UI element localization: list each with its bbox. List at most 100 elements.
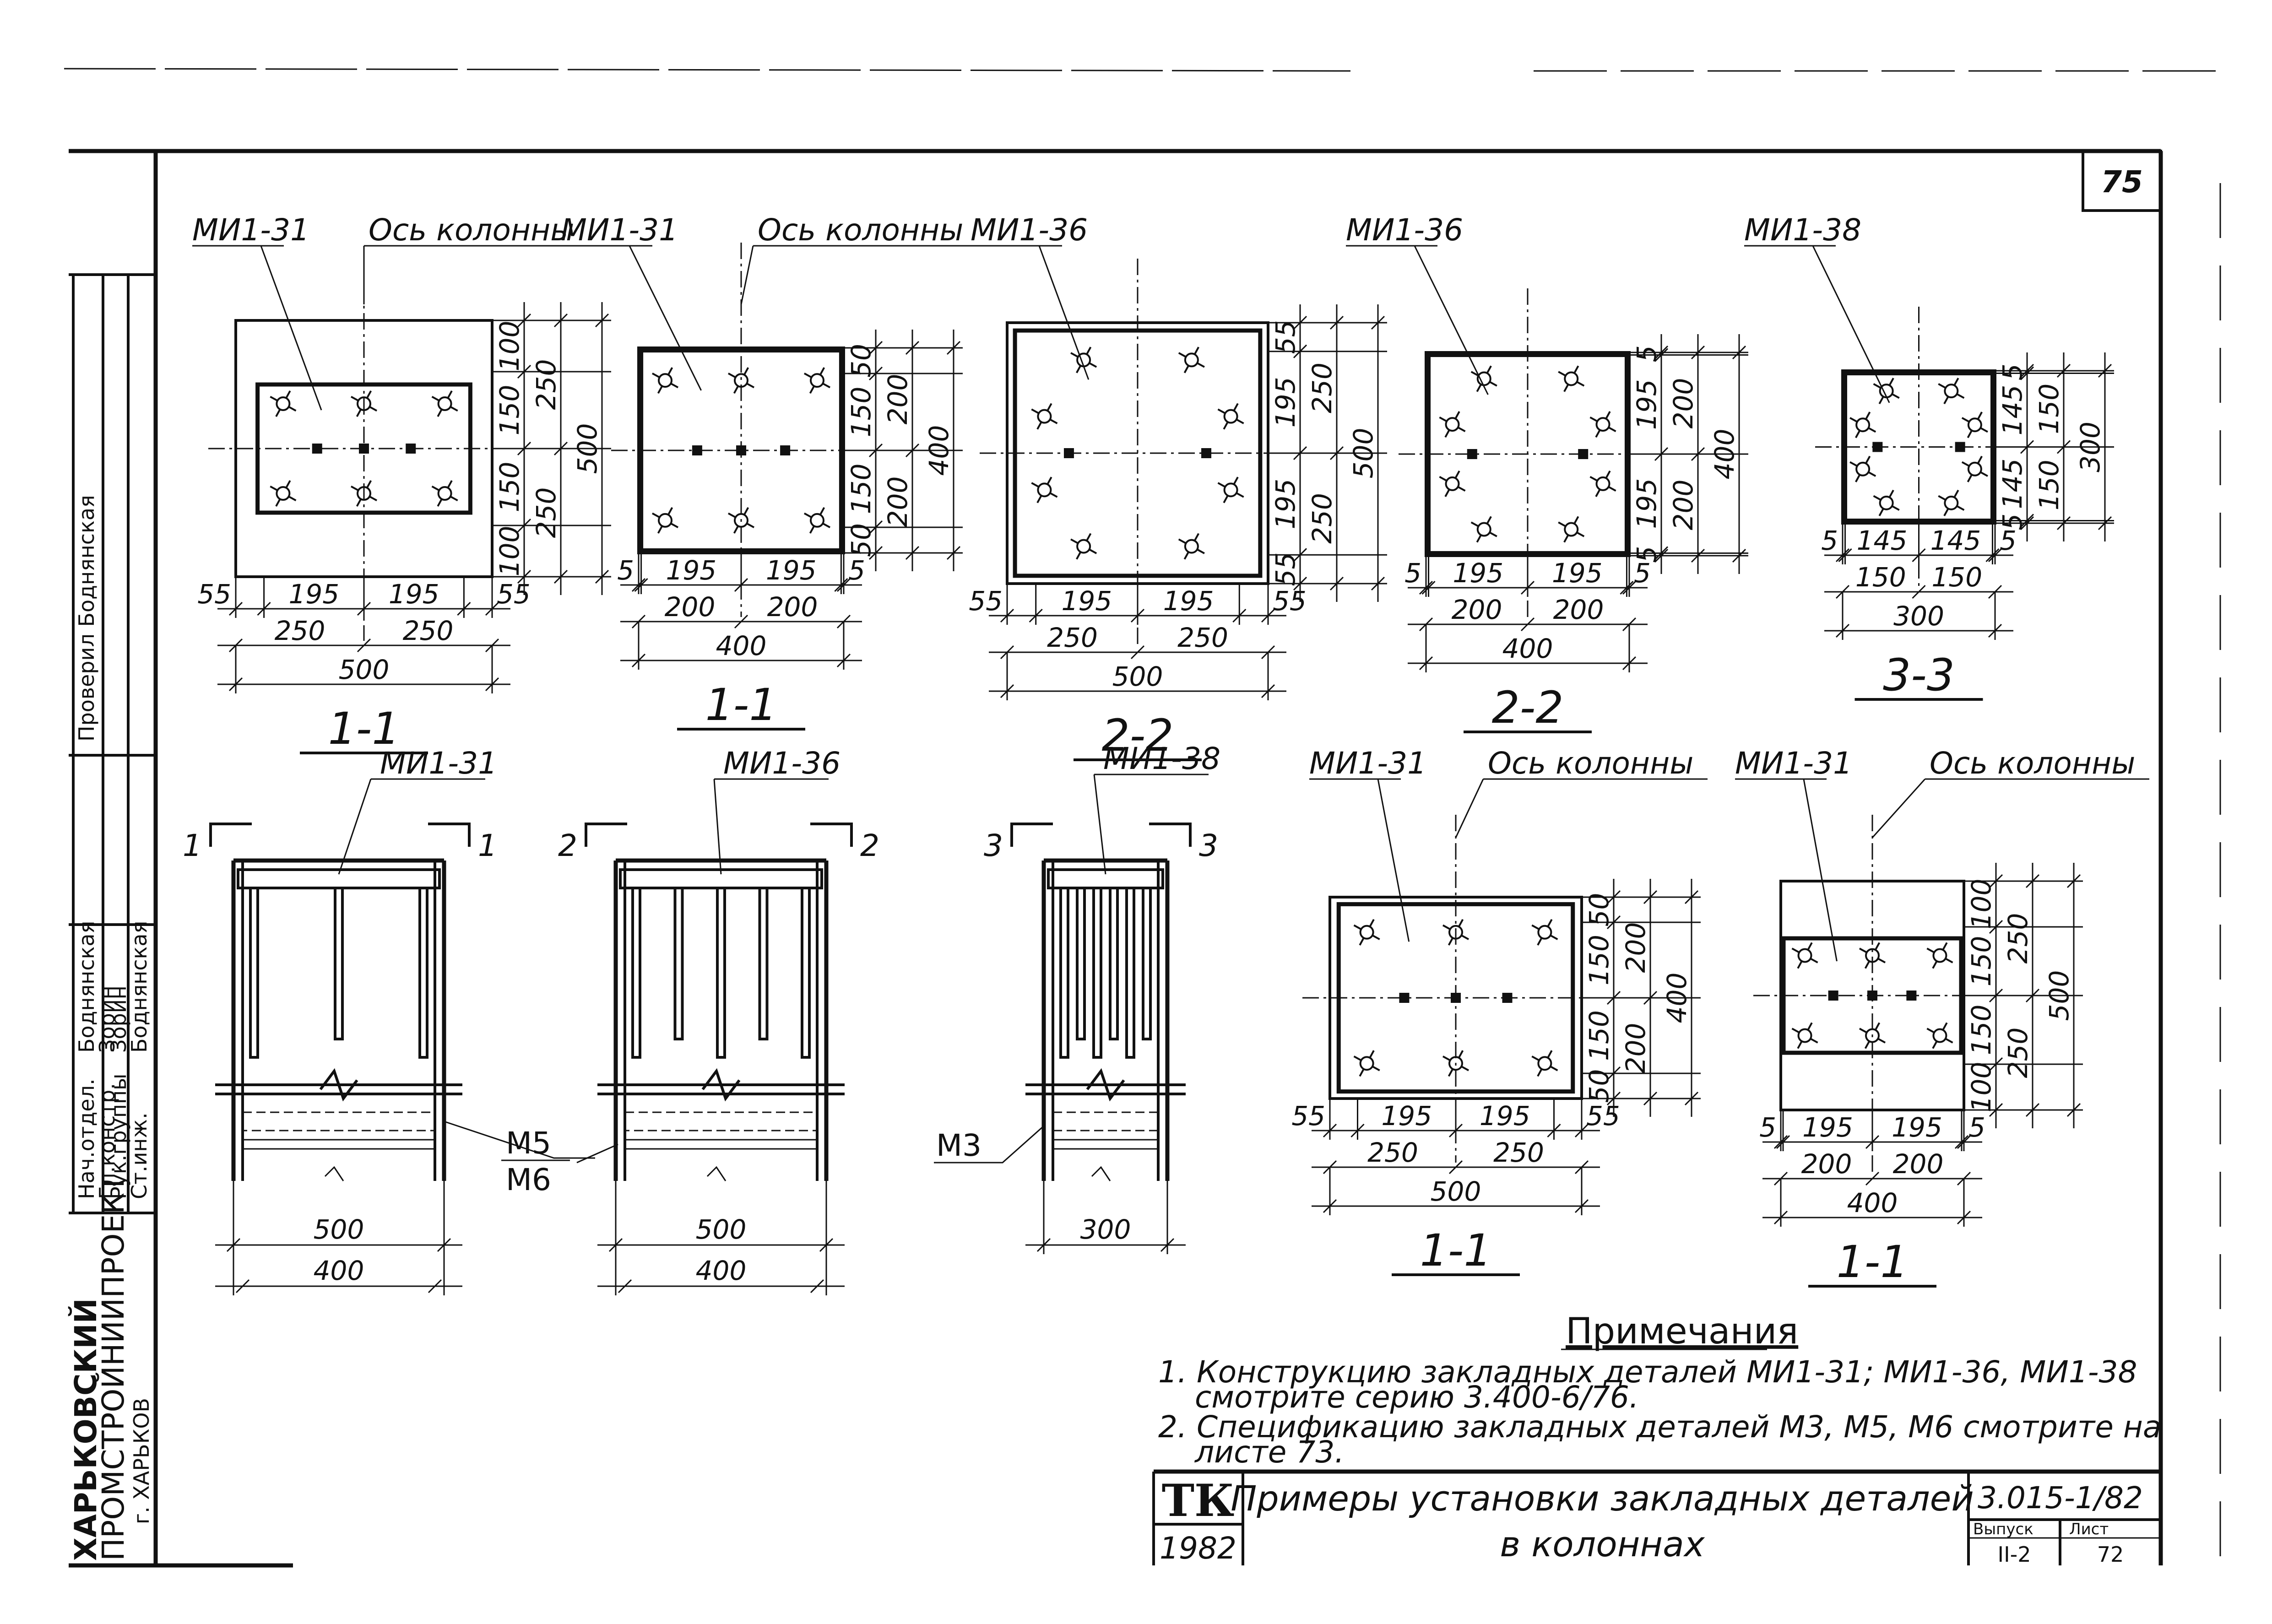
axis-label: Ось колонны: [1488, 746, 1693, 781]
stamp-role: Ст.инж.: [127, 1112, 152, 1199]
sheet-title-line1: Примеры установки закладных деталей: [1231, 1478, 1974, 1519]
dim-label: 145: [1930, 525, 1981, 556]
anchor-stud: [334, 887, 344, 1040]
organization-line: ХАРЬКОВСКИЙ: [68, 1298, 103, 1561]
dim-label: 150: [2033, 460, 2065, 510]
sheet-code: 3.015-1/82: [1978, 1480, 2143, 1516]
dim-label: 195: [288, 579, 339, 610]
anchor-stud-mark: [1470, 516, 1497, 543]
dim-label: 195: [766, 555, 817, 586]
anchor-stud: [1142, 887, 1152, 1040]
dim-label: 50: [1583, 1069, 1615, 1103]
dim-label: 200: [665, 591, 716, 623]
plate-hole: [1872, 442, 1883, 452]
dim-label: 5: [617, 555, 634, 586]
anchor-stud: [249, 887, 259, 1059]
dim-label: 400: [923, 425, 954, 476]
dim-label: 5: [1631, 345, 1662, 362]
dim-label: 5: [1997, 363, 2028, 380]
stamp-rows: Нач.отдел. Гл.констр. Рук.группы Ст.инж.…: [74, 921, 152, 1199]
cut-marker: [585, 823, 627, 847]
dim-label: 150: [846, 387, 877, 438]
dim-label: 195: [1631, 478, 1662, 529]
dim-label: 200: [767, 591, 818, 623]
dim-label: 150: [494, 385, 525, 436]
dim-label: 500: [1431, 1176, 1481, 1207]
anchor-stud-mark: [270, 480, 297, 507]
anchor-stud-mark: [1531, 919, 1558, 946]
cut-label: 3: [984, 828, 1003, 863]
anchor-stud-mark: [1926, 942, 1953, 969]
dim-label: 150: [2033, 384, 2065, 434]
stamp-role: Гл.констр.: [95, 1083, 119, 1199]
embed-mark-label: МИ1-31: [192, 212, 309, 248]
stamp-role: Рук.группы: [106, 1074, 131, 1199]
section-label: 1-1: [705, 679, 777, 731]
dim-label: 50: [846, 523, 877, 557]
dim-label: 5: [1404, 558, 1421, 589]
dim-label: 195: [389, 579, 439, 610]
dim-label: 55: [1270, 552, 1301, 586]
dim-label: 5: [2000, 525, 2017, 556]
dim-label: 200: [1801, 1148, 1852, 1180]
anchor-stud-mark: [1873, 378, 1900, 405]
stamp-name: Боднянская: [127, 921, 152, 1053]
dim-label: 500: [572, 423, 603, 474]
dim-label: 145: [1997, 459, 2028, 509]
dim-label: 400: [1502, 633, 1553, 664]
anchor-stud-mark: [651, 507, 679, 534]
dim-label: 150: [1931, 562, 1982, 593]
year: 1982: [1160, 1531, 1236, 1566]
dim-label: 145: [1857, 525, 1908, 556]
anchor-stud-mark: [1961, 411, 1988, 438]
plate-hole: [1451, 993, 1461, 1003]
plate-hole: [1906, 991, 1917, 1001]
dim-label: 200: [1620, 1023, 1651, 1074]
note-line: 2. Спецификацию закладных деталей М3, М5…: [1158, 1409, 2161, 1445]
embed-mark-label: МИ1-31: [561, 212, 678, 248]
anchor-stud-mark: [1849, 411, 1876, 438]
plate-hole: [692, 445, 702, 455]
plate-hole: [1467, 449, 1477, 459]
cut-marker: [1149, 823, 1192, 847]
anchor-stud-mark: [1558, 516, 1585, 543]
cut-marker: [1010, 823, 1053, 847]
note-line: смотрите серию 3.400-6/76.: [1195, 1380, 1639, 1415]
plate-hole: [1399, 993, 1410, 1003]
dim-label: 250: [2002, 913, 2033, 964]
stamp-name: Боднянская: [74, 921, 99, 1053]
dim-label: 250: [275, 615, 325, 646]
callout-m3-label: М3: [936, 1128, 981, 1163]
embed-mark-label: МИ1-31: [380, 746, 497, 781]
dim-label: 100: [1966, 1062, 1997, 1113]
dim-label: 400: [696, 1255, 747, 1286]
section-label: 1-1: [1420, 1225, 1492, 1276]
dim-label: 250: [1367, 1137, 1418, 1168]
sheet-label: Лист: [2069, 1520, 2109, 1538]
dim-label: 500: [339, 654, 390, 685]
dim-label: 55: [197, 579, 231, 610]
cut-marker: [209, 823, 252, 847]
anchor-stud-mark: [1558, 365, 1585, 392]
dim-label: 300: [1080, 1214, 1131, 1245]
cut-label: 1: [183, 828, 202, 863]
dim-label: 500: [1112, 661, 1163, 692]
anchor-stud: [1059, 887, 1069, 1059]
anchor-stud-mark: [1873, 489, 1900, 516]
dim-label: 250: [531, 359, 562, 410]
dim-label: 195: [1552, 558, 1603, 589]
section-label: 2-2: [1102, 710, 1174, 761]
anchor-stud-mark: [1217, 403, 1244, 430]
anchor-stud-mark: [651, 367, 679, 394]
anchor-stud-mark: [1589, 411, 1616, 438]
callout-m5-m6: М5 М6: [444, 1121, 618, 1197]
anchor-stud-mark: [727, 367, 755, 394]
anchor-stud: [1092, 887, 1102, 1059]
